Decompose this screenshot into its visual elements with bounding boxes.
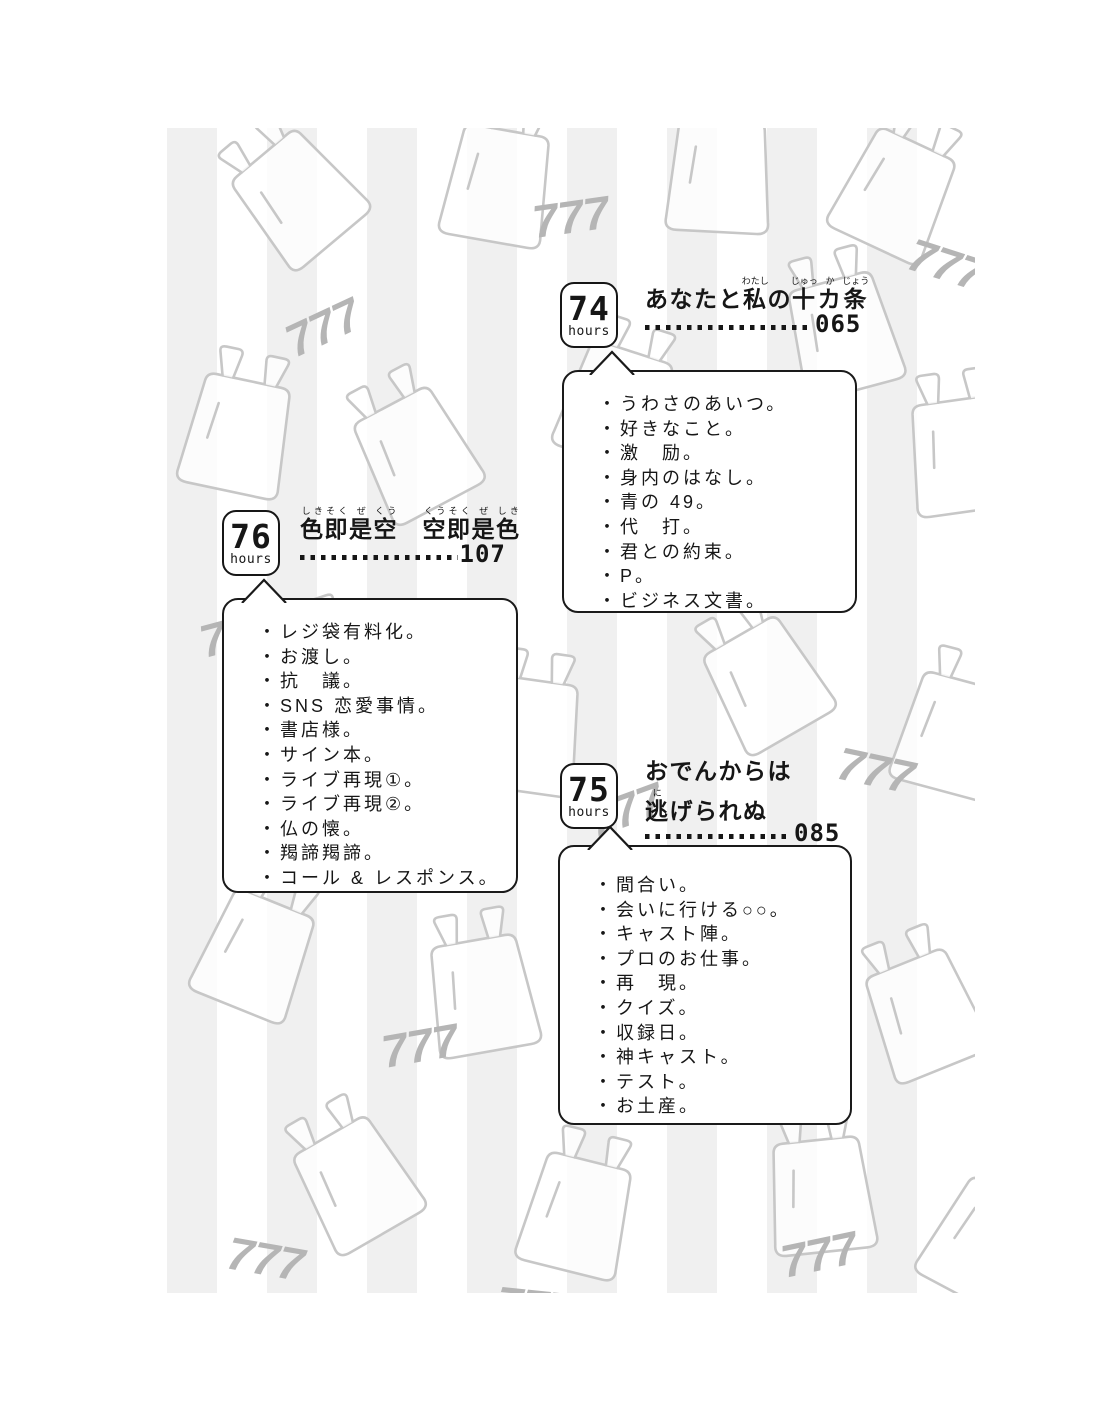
hours-number: 75	[568, 769, 610, 809]
toc-item: うわさのあいつ。	[598, 392, 841, 417]
episode-list-bubble: 間合い。会いに行ける○○。キャスト陣。プロのお仕事。再 現。クイズ。収録日。神キ…	[558, 825, 852, 1125]
hours-badge: 75 hours	[560, 763, 618, 829]
toc-item: 身内のはなし。	[598, 466, 841, 491]
toc-item: 再 現。	[594, 971, 836, 996]
toc-item: 青の 49。	[598, 490, 841, 515]
leader-dots	[645, 834, 792, 839]
toc-item: レジ袋有料化。	[258, 620, 502, 645]
toc-item: 書店様。	[258, 718, 502, 743]
toc-item: 羯諦羯諦。	[258, 841, 502, 866]
bag-777-label: 777	[277, 286, 371, 367]
bubble-tail	[587, 825, 633, 850]
toc-item: ライブ再現①。	[258, 768, 502, 793]
leader-dots	[645, 325, 813, 330]
toc-item: 好きなこと。	[598, 417, 841, 442]
hours-badge: 74 hours	[560, 282, 618, 348]
episode-list: うわさのあいつ。好きなこと。激 励。身内のはなし。青の 49。代 打。君との約束…	[564, 372, 855, 613]
toc-item: 会いに行ける○○。	[594, 898, 836, 923]
hours-unit-label: hours	[230, 551, 272, 567]
toc-item: キャスト陣。	[594, 922, 836, 947]
hours-number: 74	[568, 288, 610, 328]
toc-item: SNS 恋愛事情。	[258, 694, 502, 719]
toc-item: 間合い。	[594, 873, 836, 898]
bag-777-label: 777	[378, 1013, 465, 1078]
chapter-title: あなたと私わたしの十じゅっカか条じょう	[645, 276, 870, 312]
toc-item: テスト。	[594, 1070, 836, 1095]
episode-list-bubble: うわさのあいつ。好きなこと。激 励。身内のはなし。青の 49。代 打。君との約束…	[562, 350, 857, 613]
toc-item: ライブ再現②。	[258, 792, 502, 817]
page-number: 085	[794, 819, 841, 847]
toc-item: 収録日。	[594, 1021, 836, 1046]
toc-item: コール & レスポンス。	[258, 866, 502, 891]
episode-list-bubble: レジ袋有料化。お渡し。抗 議。SNS 恋愛事情。書店様。サイン本。ライブ再現①。…	[222, 578, 518, 893]
bag-777-label: 777	[223, 1227, 310, 1292]
toc-item: サイン本。	[258, 743, 502, 768]
toc-item: クイズ。	[594, 996, 836, 1021]
hours-unit-label: hours	[568, 323, 610, 339]
toc-item: 代 打。	[598, 515, 841, 540]
title-line: おでんからは	[645, 758, 792, 784]
episode-list: レジ袋有料化。お渡し。抗 議。SNS 恋愛事情。書店様。サイン本。ライブ再現①。…	[224, 600, 516, 891]
bag-777-label: 777	[494, 1276, 578, 1293]
bubble-tail	[241, 578, 287, 603]
chapter-title: おでんからは逃にげられぬ	[645, 757, 840, 824]
title-line: 色しき即そく是ぜ空くう 空くう即そく是ぜ色しき	[300, 506, 521, 542]
bubble-tail	[589, 350, 635, 375]
toc-item: P。	[598, 564, 841, 589]
title-line: あなたと私わたしの十じゅっカか条じょう	[645, 276, 870, 312]
page-number: 065	[815, 310, 862, 338]
leader-dots	[300, 555, 458, 560]
page-number: 107	[459, 540, 506, 568]
bag-777-label: 777	[529, 185, 615, 248]
toc-item: 仏の懐。	[258, 817, 502, 842]
hours-badge: 76 hours	[222, 510, 280, 576]
chapter-title: 色しき即そく是ぜ空くう 空くう即そく是ぜ色しき	[300, 506, 521, 542]
toc-item: お渡し。	[258, 645, 502, 670]
hours-unit-label: hours	[568, 804, 610, 820]
episode-list: 間合い。会いに行ける○○。キャスト陣。プロのお仕事。再 現。クイズ。収録日。神キ…	[560, 847, 850, 1119]
hours-number: 76	[230, 516, 272, 556]
toc-item: 神キャスト。	[594, 1045, 836, 1070]
toc-item: お土産。	[594, 1094, 836, 1119]
toc-item: ビジネス文書。	[598, 589, 841, 614]
toc-item: 抗 議。	[258, 669, 502, 694]
toc-item: プロのお仕事。	[594, 947, 836, 972]
title-line: 逃にげられぬ	[645, 788, 768, 824]
toc-item: 君との約束。	[598, 540, 841, 565]
toc-item: 激 励。	[598, 441, 841, 466]
